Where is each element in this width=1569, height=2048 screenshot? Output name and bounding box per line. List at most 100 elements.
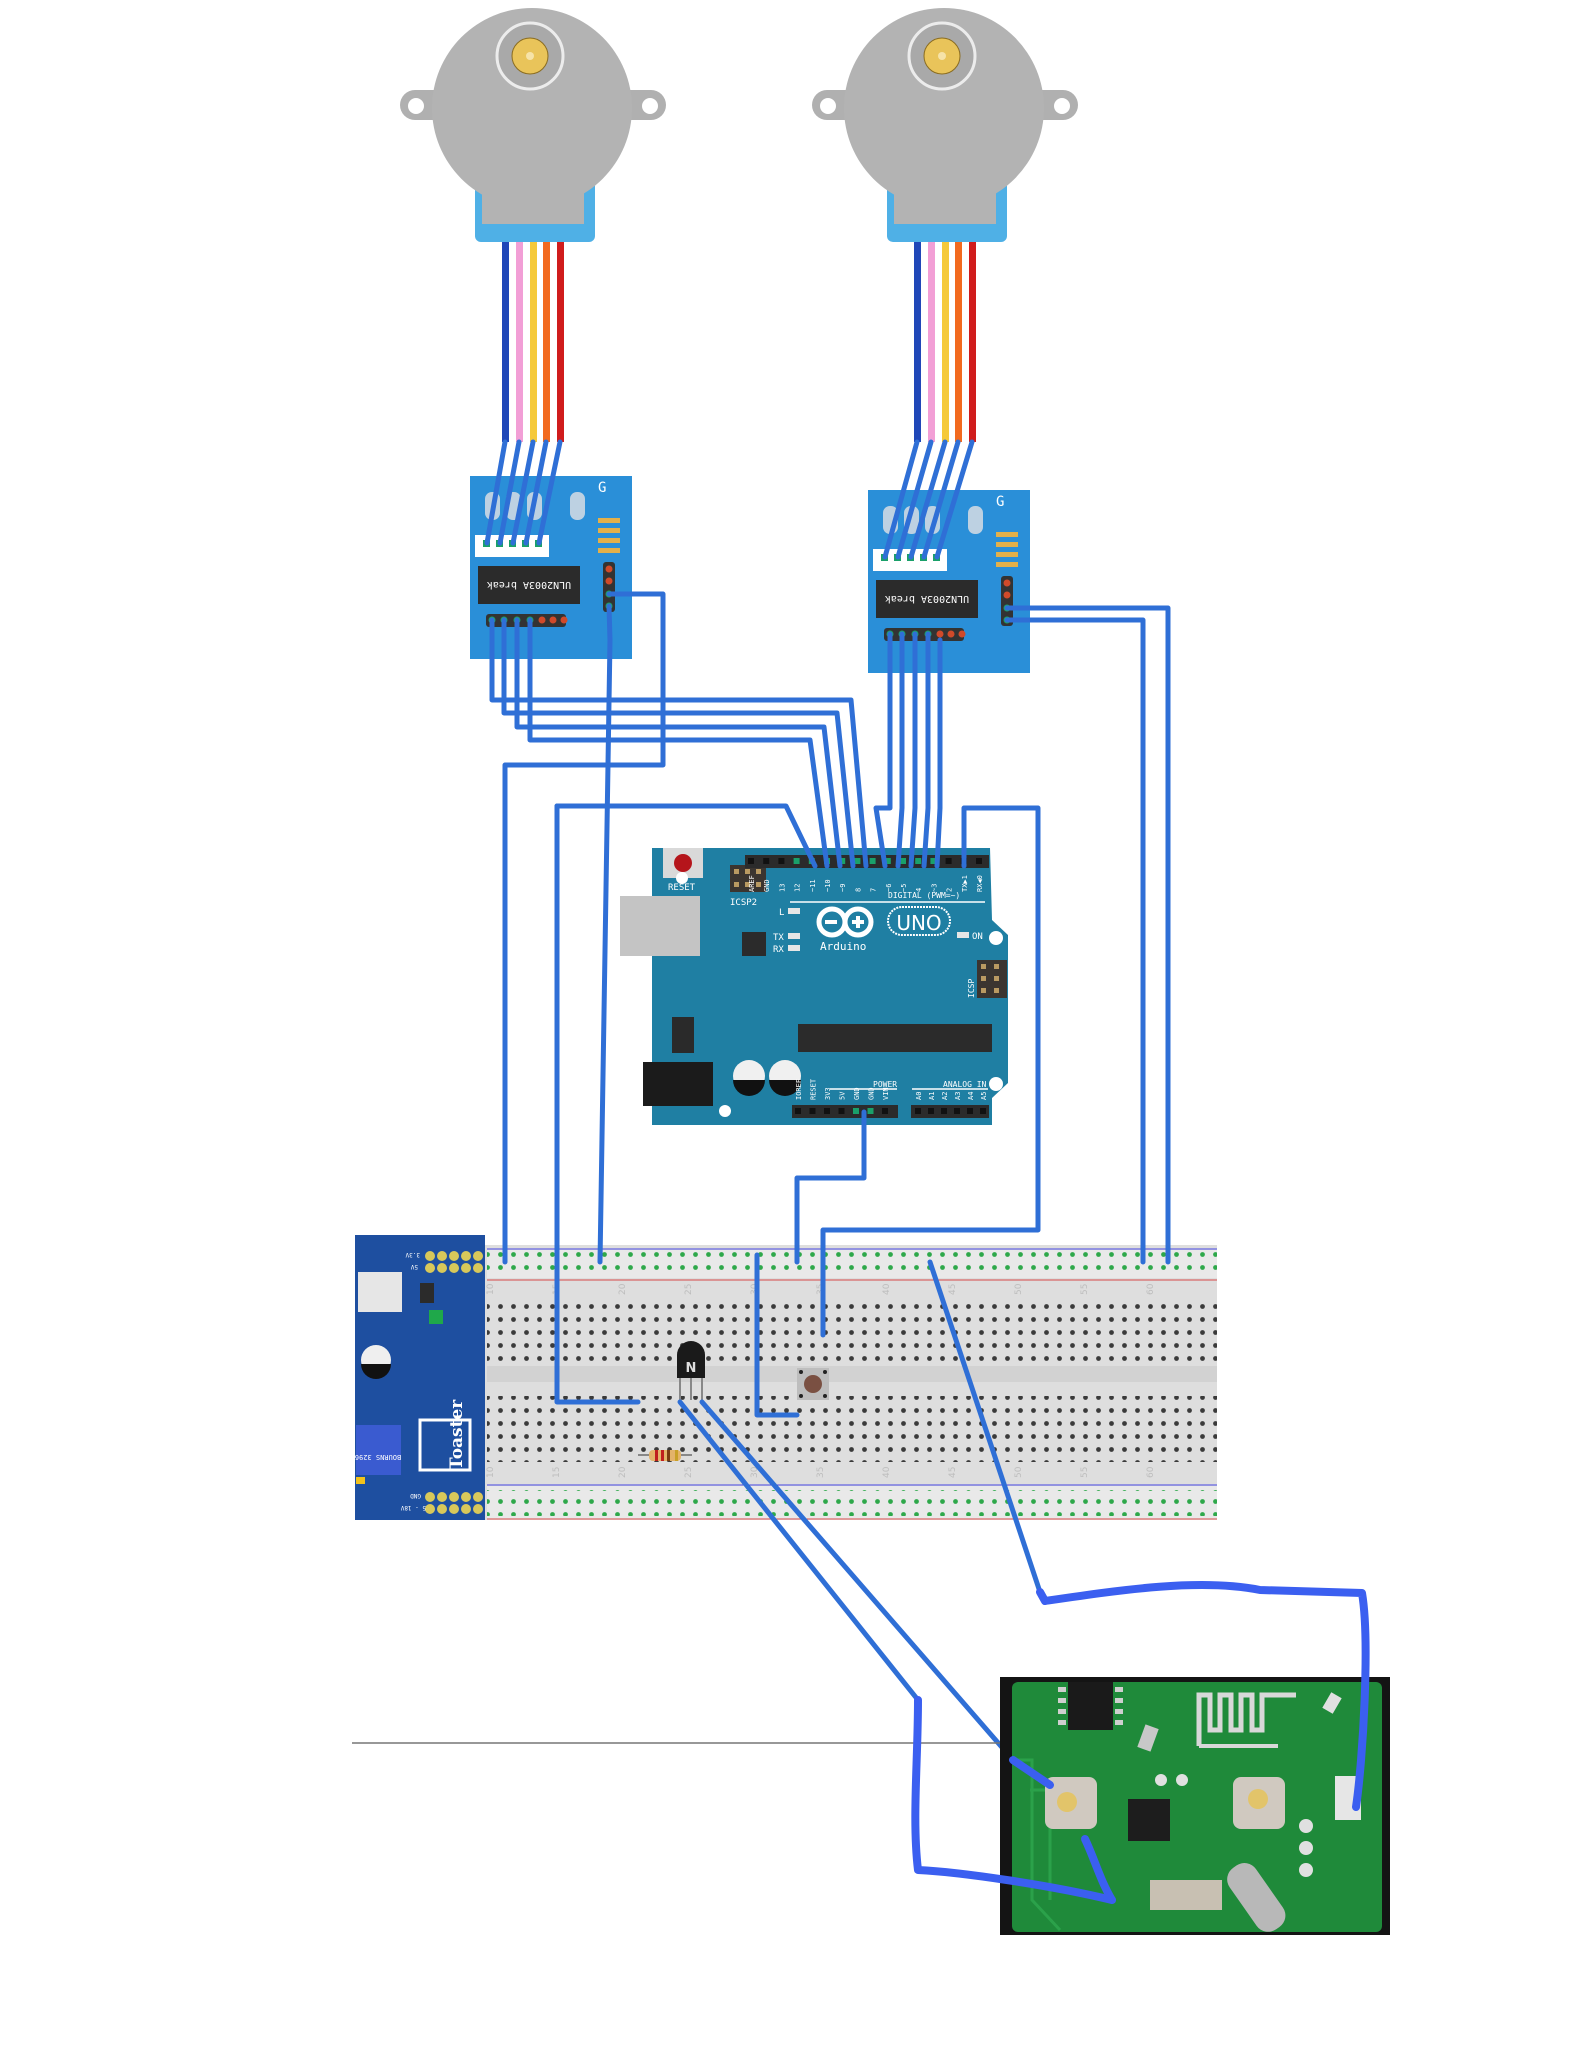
stepper-motor-2 [812,8,1078,442]
digital-pin[interactable] [778,858,785,864]
digital-pin[interactable] [748,858,754,864]
power-pin-label: GND [853,1087,861,1100]
pcb-button-left[interactable] [1045,1777,1097,1829]
breadboard-bottom-rows [487,1396,1217,1462]
led-tx-label: TX [773,933,784,943]
analog-pin[interactable] [928,1108,934,1114]
analog-pin-label: A1 [928,1092,936,1100]
transistor-label: N [686,1361,697,1376]
resistor[interactable] [638,1450,692,1461]
led-rx-label: RX [773,945,784,955]
potentiometer[interactable] [356,1425,401,1475]
digital-pin[interactable] [976,858,982,864]
power-pin-label: VIN [882,1087,890,1100]
digital-pin-label: ~11 [809,879,817,892]
analog-pin[interactable] [954,1108,960,1114]
analog-pin-label: A4 [967,1092,975,1100]
analog-pin[interactable] [915,1108,921,1114]
digital-pin[interactable] [854,858,861,864]
digital-pin-label: RX◀0 [976,875,984,892]
npn-transistor[interactable]: N [677,1341,705,1400]
pot-label: BOURNS 3296 [355,1453,401,1461]
atmega-chip [798,1024,992,1052]
digital-pin[interactable] [930,858,937,864]
driver-2-logo: G [996,494,1004,510]
digital-pin[interactable] [763,858,770,864]
breadboard-column-label: 50 [1014,1283,1024,1295]
power-pin-label: 5V [839,1091,847,1100]
digital-label: DIGITAL (PWM=~) [888,891,960,900]
breadboard-column-label: 55 [1080,1467,1090,1478]
power-jack [643,1062,713,1106]
breadboard-column-label: 10 [486,1466,496,1478]
breadboard-column-label: 30 [750,1466,760,1478]
analog-pin-label: A2 [941,1092,949,1100]
power-pin[interactable] [795,1108,801,1114]
breadboard-column-label: 45 [948,1284,958,1295]
pcb-antenna-trace [1196,1692,1296,1746]
power-pin-label: 3V3 [824,1087,832,1100]
pushbutton[interactable] [797,1368,829,1400]
digital-pin[interactable] [884,858,891,864]
power-label: POWER [873,1080,897,1089]
digital-pin-label: 7 [870,888,878,892]
digital-pin[interactable] [900,858,906,864]
power-pin[interactable] [824,1108,830,1114]
digital-pin[interactable] [945,858,952,864]
power-supply-module: 3.3V 5V GND 5 - 18V BOURNS 3296 Toaster [355,1235,485,1520]
motor-to-driver-wires [484,439,975,560]
wires [489,591,1171,1763]
analog-pin-label: A0 [915,1092,923,1100]
digital-pin-label: ~10 [824,879,832,892]
digital-pin-label: 13 [778,884,786,892]
power-pin-label: RESET [810,1078,818,1100]
breadboard-column-label: 40 [882,1466,892,1478]
digital-pin-label: GND [763,879,771,892]
power-pin[interactable] [867,1108,874,1114]
pcb-slide-switch[interactable] [1150,1880,1222,1910]
crystal [1227,1863,1286,1932]
remote-control-pcb [1000,1677,1390,1935]
breadboard-column-label: 55 [1080,1284,1090,1295]
usb-mini-port [358,1272,402,1312]
model-label: UNO [896,911,941,935]
analog-pin-label: A3 [954,1092,962,1100]
label-input-voltage: 5 - 18V [400,1504,426,1511]
top-power-rail [487,1252,1217,1278]
analog-pin[interactable] [941,1108,947,1114]
label-gnd: GND [410,1492,421,1499]
digital-pin-label: 4 [915,888,923,892]
digital-pin[interactable] [793,858,800,864]
breadboard-column-label: 50 [1014,1466,1024,1478]
pcb-button-right[interactable] [1233,1777,1285,1829]
analog-pin[interactable] [980,1108,986,1114]
bottom-power-rail [487,1490,1217,1516]
breadboard-column-label: 40 [882,1283,892,1295]
power-pin[interactable] [853,1108,859,1114]
digital-pin-label: AREF [748,875,756,892]
digital-pin[interactable] [869,858,876,864]
power-pin[interactable] [838,1108,845,1114]
icsp-label: ICSP [967,979,976,998]
analog-pin[interactable] [967,1108,973,1114]
digital-pin[interactable] [915,858,922,864]
analog-pin-label: A5 [980,1092,988,1100]
driver-1-chip-label: ULN2003A break [487,579,571,590]
analog-header [911,1105,989,1118]
breadboard-column-label: 15 [552,1467,562,1478]
label-3v3: 3.3V [405,1251,420,1258]
power-pin-label: IOREF [795,1079,803,1100]
brand-label: Arduino [820,940,866,953]
usb-port [620,896,700,956]
digital-pin-label: 2 [946,888,954,892]
breadboard-column-label: 45 [948,1467,958,1478]
breadboard-column-label: 35 [816,1467,826,1478]
digital-pin-label: 12 [794,884,802,892]
motor-1-wires [502,242,564,442]
power-pin[interactable] [882,1108,888,1114]
power-pin[interactable] [809,1108,816,1114]
analog-label: ANALOG IN [943,1080,987,1089]
digital-pin[interactable] [839,858,846,864]
